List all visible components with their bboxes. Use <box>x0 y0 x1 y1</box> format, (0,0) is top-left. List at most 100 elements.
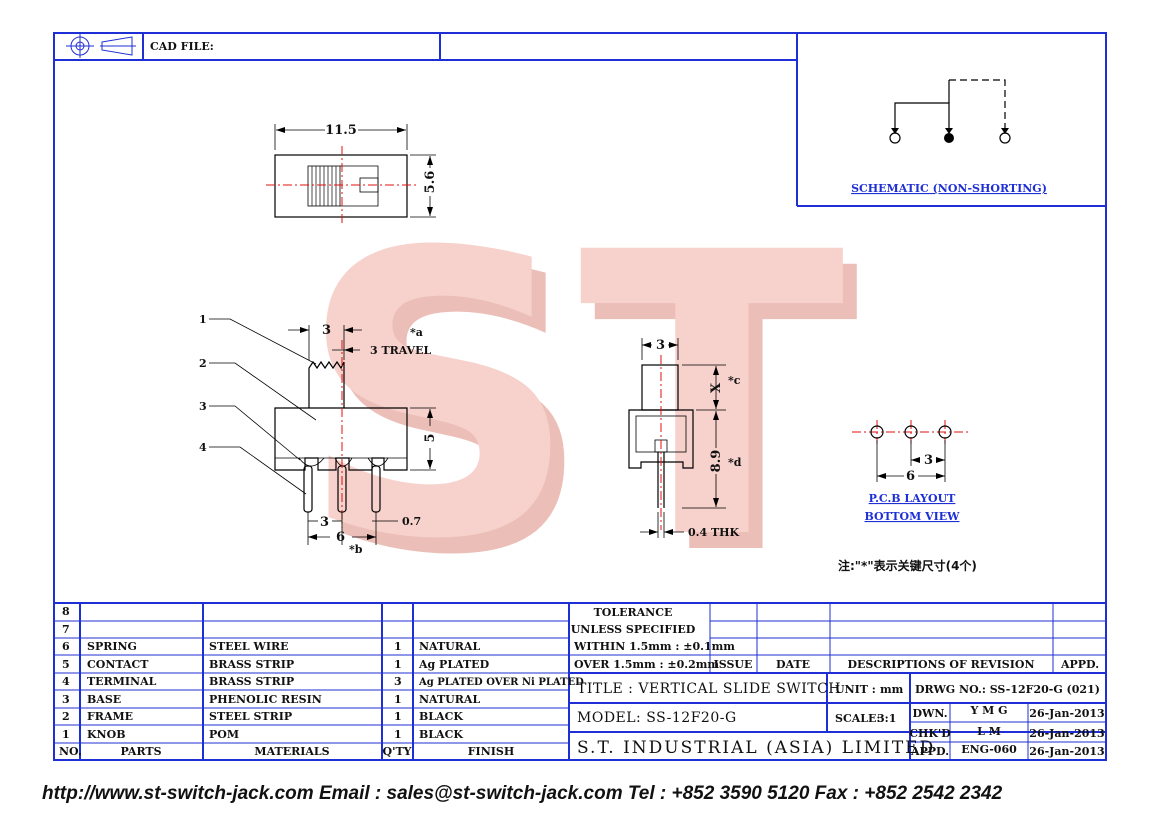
bom-header-parts: PARTS <box>120 745 161 758</box>
callout-2: 2 <box>199 357 207 370</box>
bom-finish: Ag PLATED <box>418 658 490 671</box>
dim-side-x-marker: *c <box>728 374 741 387</box>
cad-file-label: CAD FILE: <box>150 40 214 53</box>
bom-finish: BLACK <box>419 710 463 723</box>
dim-pcb-spacing: 3 <box>924 453 933 468</box>
dim-body-height: 5 <box>423 433 438 442</box>
front-view: 3 *a 3 TRAVEL 5 3 0.7 6 *b 1 2 3 <box>199 313 438 556</box>
callout-4: 4 <box>199 441 207 454</box>
dim-travel: 3 TRAVEL <box>370 344 431 357</box>
bom-finish: Ag PLATED OVER Ni PLATED <box>418 677 584 688</box>
header-strip: CAD FILE: <box>54 33 797 61</box>
callout-3: 3 <box>199 400 207 413</box>
dim-pcb-span: 6 <box>906 469 915 484</box>
bom-material: BRASS STRIP <box>209 675 294 688</box>
bom-part: CONTACT <box>87 658 149 671</box>
schematic-box: SCHEMATIC (NON-SHORTING) <box>796 33 1106 207</box>
approved-label: APPD. <box>910 745 949 758</box>
revision-issue-header: ISSUE <box>714 658 753 671</box>
bom-table <box>54 602 1106 760</box>
bom-part: TERMINAL <box>87 675 157 688</box>
scale-label: SCALE: <box>835 712 880 725</box>
bom-finish: BLACK <box>419 728 463 741</box>
side-view: 3 X *c 8.9 *d 0.4 THK <box>628 338 742 539</box>
drawing-number: DRWG NO.: SS-12F20-G (021) <box>915 683 1100 696</box>
bom-header-materials: MATERIALS <box>254 745 329 758</box>
dim-pin-width: 0.7 <box>402 515 421 528</box>
st-watermark-shadow: ST <box>312 186 861 640</box>
dim-travel-marker: *a <box>410 326 423 339</box>
sheet-border <box>53 32 1107 761</box>
pcb-layout: 3 6 P.C.B LAYOUT BOTTOM VIEW <box>852 420 968 523</box>
drawn-date: 26-Jan-2013 <box>1029 707 1104 720</box>
key-dimension-note: 注:"*"表示关键尺寸(4个) <box>838 558 977 573</box>
bom-finish: NATURAL <box>419 693 480 706</box>
bom-no: 3 <box>62 693 70 706</box>
dim-thickness: 0.4 THK <box>688 526 740 539</box>
scale-value: 3:1 <box>877 712 896 725</box>
bom-no: 1 <box>62 728 70 741</box>
bom-qty: 1 <box>394 728 402 741</box>
tolerance-within: WITHIN 1.5mm : ±0.1mm <box>573 640 735 653</box>
checked-date: 26-Jan-2013 <box>1029 727 1104 740</box>
tolerance-over: OVER 1.5mm : ±0.2mm <box>574 658 719 671</box>
bom-qty: 1 <box>394 693 402 706</box>
revision-appd-header: APPD. <box>1060 658 1099 671</box>
bom-rows: 8 7 6 SPRING STEEL WIRE 1 NATURAL 5 CONT… <box>59 605 584 758</box>
bom-material: BRASS STRIP <box>209 658 294 671</box>
dim-pin-spacing: 3 <box>320 515 329 530</box>
schematic-contact-common <box>944 133 954 143</box>
tolerance-subtitle: UNLESS SPECIFIED <box>571 623 696 636</box>
dim-knob-width: 3 <box>322 323 331 338</box>
dim-top-width: 11.5 <box>325 123 357 138</box>
revision-date-header: DATE <box>776 658 810 671</box>
dim-pin-span: 6 <box>336 530 345 545</box>
bom-no: 5 <box>62 658 70 671</box>
bom-qty: 1 <box>394 658 402 671</box>
bom-material: POM <box>209 728 239 741</box>
bom-part: FRAME <box>87 710 133 723</box>
drawing-title: TITLE : VERTICAL SLIDE SWITCH <box>577 681 841 697</box>
callout-1: 1 <box>199 313 207 326</box>
bom-no: 6 <box>62 640 70 653</box>
bom-no: 8 <box>62 605 70 618</box>
company-name: S.T. INDUSTRIAL (ASIA) LIMITED <box>577 738 935 758</box>
drawn-label: DWN. <box>912 707 947 720</box>
dim-side-knob: 3 <box>656 338 665 353</box>
pcb-hole <box>938 425 952 439</box>
bom-part: BASE <box>87 693 121 706</box>
revision-descriptions-header: DESCRIPTIONS OF REVISION <box>847 658 1034 671</box>
dim-side-height: 8.9 <box>709 450 724 473</box>
dim-span-marker: *b <box>349 543 363 556</box>
bom-qty: 1 <box>394 640 402 653</box>
schematic-caption: SCHEMATIC (NON-SHORTING) <box>851 182 1047 195</box>
checked-by: L M <box>977 725 1001 738</box>
st-watermark-face: ST <box>298 170 847 624</box>
bom-material: PHENOLIC RESIN <box>209 693 322 706</box>
checked-label: CHK'D <box>909 727 951 740</box>
pcb-hole <box>870 425 884 439</box>
bom-qty: 3 <box>394 675 402 688</box>
bom-finish: NATURAL <box>419 640 480 653</box>
tolerance-title: TOLERANCE <box>594 606 673 619</box>
bom-no: 4 <box>62 675 70 688</box>
drawn-by: Y M G <box>969 704 1007 717</box>
approved-date: 26-Jan-2013 <box>1029 745 1104 758</box>
dim-top-height: 5.6 <box>423 171 438 194</box>
revision-block: TOLERANCE UNLESS SPECIFIED WITHIN 1.5mm … <box>569 603 1106 674</box>
bom-header-finish: FINISH <box>468 745 515 758</box>
bom-part: KNOB <box>87 728 126 741</box>
title-block: TITLE : VERTICAL SLIDE SWITCH MODEL: SS-… <box>569 673 1106 760</box>
dim-side-x: X <box>709 382 724 393</box>
dim-side-height-marker: *d <box>728 456 742 469</box>
projection-symbol-icon <box>66 34 136 58</box>
bom-header-qty: Q'TY <box>383 745 412 758</box>
bom-no: 7 <box>62 623 70 636</box>
schematic-contact-open <box>889 132 901 144</box>
schematic-contact-open <box>999 132 1011 144</box>
bom-material: STEEL WIRE <box>209 640 289 653</box>
pcb-caption-line2: BOTTOM VIEW <box>864 510 960 523</box>
pcb-caption-line1: P.C.B LAYOUT <box>869 492 957 505</box>
top-view: 11.5 5.6 <box>266 123 438 226</box>
